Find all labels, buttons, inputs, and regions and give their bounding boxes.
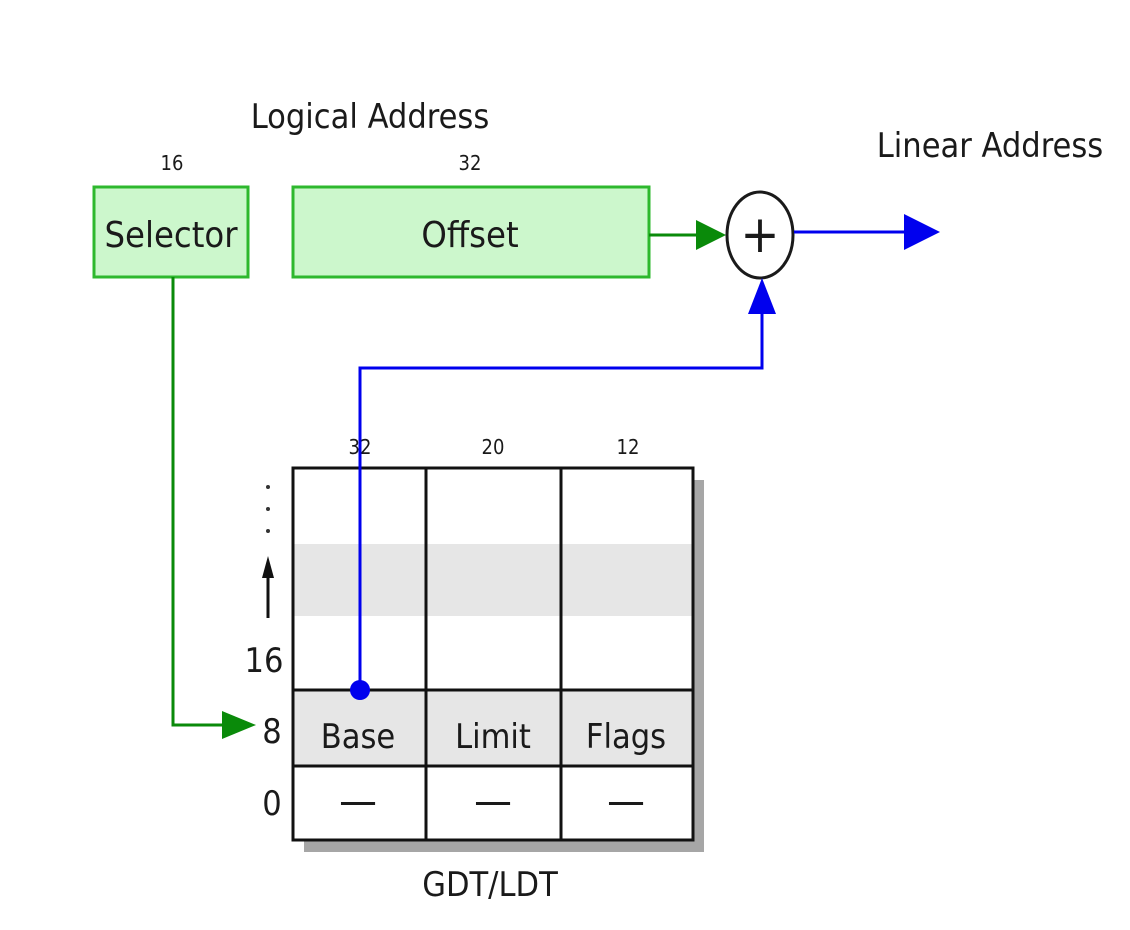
index-up-arrow-head bbox=[262, 556, 274, 578]
table-highlight-band bbox=[293, 544, 693, 616]
offset-bits-label: 32 bbox=[459, 151, 482, 175]
selector-box bbox=[92, 185, 250, 279]
row-index-8: 8 bbox=[262, 712, 281, 752]
table-outline bbox=[291, 466, 695, 842]
selector-arrowhead bbox=[222, 711, 256, 739]
null-cell-base: — bbox=[339, 776, 377, 825]
logical-address-title: Logical Address bbox=[251, 97, 490, 137]
entry-cell-base: Base bbox=[321, 717, 396, 757]
base-field-dot bbox=[350, 680, 370, 700]
column-bits-flags: 12 bbox=[617, 435, 640, 459]
entry-cell-flags: Flags bbox=[586, 717, 666, 757]
column-bits-limit: 20 bbox=[482, 435, 505, 459]
offset-label: Offset bbox=[421, 215, 518, 256]
selector-label: Selector bbox=[104, 215, 238, 256]
ellipsis-dot-2 bbox=[266, 507, 270, 511]
adder-circle bbox=[725, 190, 795, 280]
offset-box bbox=[291, 185, 651, 279]
linear-address-label: Linear Address bbox=[877, 126, 1103, 166]
base-arrowhead bbox=[748, 278, 776, 314]
table-caption: GDT/LDT bbox=[422, 865, 558, 905]
entry-cell-limit: Limit bbox=[455, 717, 531, 757]
null-cell-limit: — bbox=[474, 776, 512, 825]
table-entry-row-fill bbox=[293, 690, 693, 766]
row-index-16: 16 bbox=[245, 641, 284, 681]
null-cell-flags: — bbox=[607, 776, 645, 825]
ellipsis-dot-3 bbox=[266, 529, 270, 533]
row-index-0: 0 bbox=[262, 784, 281, 824]
linear-address-arrowhead bbox=[904, 214, 940, 250]
selector-to-entry-arrow bbox=[171, 277, 228, 727]
base-to-adder-arrow bbox=[358, 300, 764, 690]
adder-plus-symbol: + bbox=[740, 205, 779, 265]
selector-bits-label: 16 bbox=[161, 151, 184, 175]
ellipsis-dot-1 bbox=[266, 485, 270, 489]
offset-arrowhead bbox=[696, 220, 726, 250]
